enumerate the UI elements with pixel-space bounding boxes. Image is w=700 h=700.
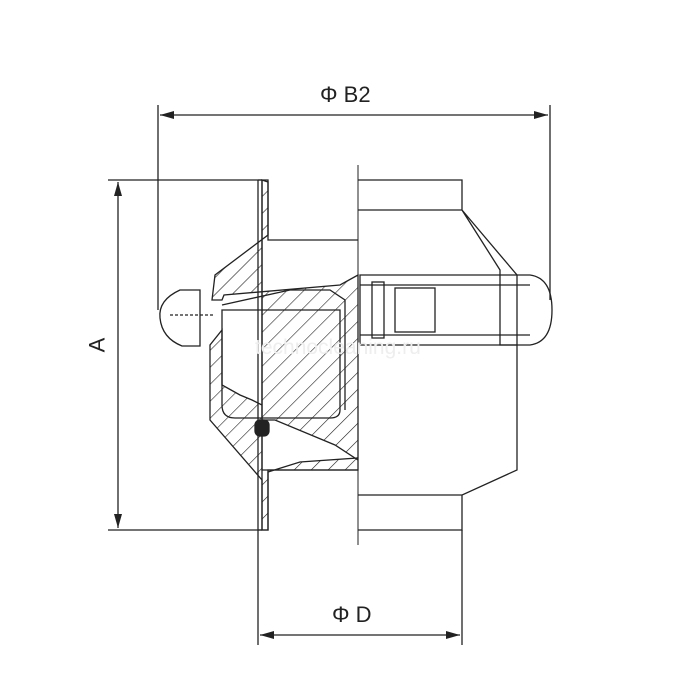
disc-stem [221, 289, 346, 410]
clamp-hinge [394, 287, 436, 333]
seal-ring [254, 419, 270, 437]
dim-label-a: A [84, 337, 110, 353]
valve-disc [221, 309, 341, 419]
left-outline [257, 179, 358, 531]
section-body-hatched [209, 179, 359, 531]
dim-label-b2: Φ B2 [320, 82, 371, 107]
watermark: technocleaning.ru [255, 336, 421, 359]
dim-label-d: Φ D [332, 602, 372, 627]
clamp [359, 274, 553, 346]
bolt-cap [159, 289, 201, 347]
clamp-pin [371, 281, 385, 339]
